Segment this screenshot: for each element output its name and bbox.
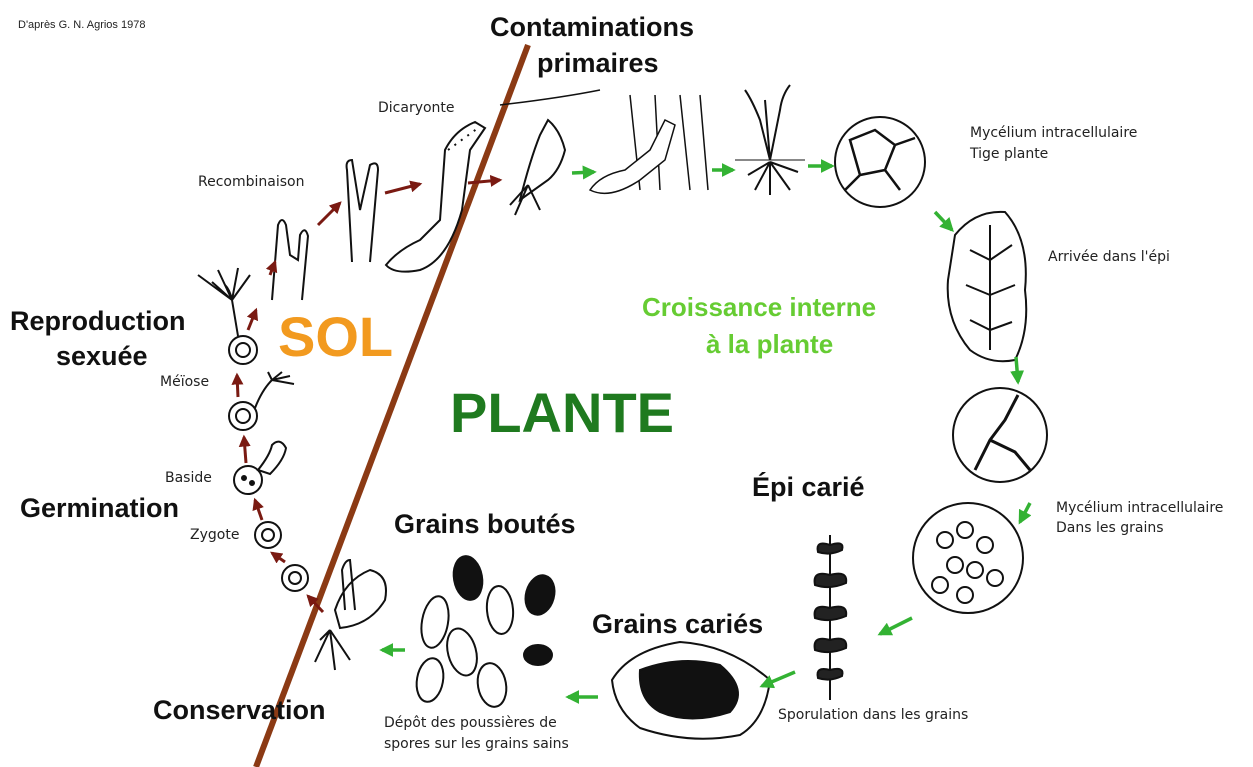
dikaryon-note: Dicaryonte (378, 100, 455, 116)
arrow-meiosis-up (237, 375, 238, 397)
hyphae-invasion-illustration (590, 95, 708, 193)
zygote-illustration (255, 522, 308, 591)
plant-zone-label: PLANTE (450, 380, 674, 445)
sexual-reproduction-line2: sexuée (56, 341, 148, 371)
meiosis-note: Méïose (160, 374, 209, 390)
arrow-to-bunted-ear (880, 618, 912, 634)
arrow-zygote-to-basidium (255, 500, 262, 520)
mycelium-stem-note-line2: Tige plante (970, 146, 1048, 162)
arrow-basidium-to-meiosis (244, 437, 246, 463)
ear-arrival-illustration (948, 212, 1027, 361)
bunted-ear-illustration (815, 535, 847, 700)
bunted-ear-label: Épi carié (752, 472, 865, 502)
bunted-grains-label: Grains cariés (592, 609, 763, 639)
source-credit: D'après G. N. Agrios 1978 (18, 19, 145, 31)
stem-mycelium-circle (835, 117, 925, 207)
primary-contaminations-line2: primaires (537, 48, 659, 78)
internal-growth-line2: à la plante (706, 329, 833, 360)
spore-deposit-note-line1: Dépôt des poussières de (384, 715, 557, 731)
mycelium-stem-note-line1: Mycélium intracellulaire (970, 125, 1137, 141)
spore-deposit-note-line2: spores sur les grains sains (384, 736, 569, 752)
soil-zone-label: SOL (278, 304, 393, 369)
zygote-note: Zygote (190, 527, 239, 543)
basidium-note: Baside (165, 470, 212, 486)
grain-mycelium-circle (913, 503, 1023, 613)
arrow-zygote-to-zygote (272, 553, 285, 562)
arrow-ear-down (1016, 357, 1018, 382)
sporidia-illustration (198, 268, 257, 364)
mycelium-grains-note-line2: Dans les grains (1056, 520, 1164, 536)
arrow-to-grain-mycelium (1020, 503, 1030, 522)
primary-contaminations-line1: Contaminations (490, 12, 694, 42)
arrow-sporidia-up (248, 310, 256, 330)
arrow-recombination-2 (318, 203, 340, 225)
sporulation-note: Sporulation dans les grains (778, 707, 968, 723)
arrival-ear-note: Arrivée dans l'épi (1048, 249, 1170, 265)
sexual-reproduction-line1: Reproduction (10, 306, 186, 336)
ear-mycelium-circle (953, 388, 1047, 482)
mycelium-grains-note-line1: Mycélium intracellulaire (1056, 500, 1223, 516)
bunted-grain-illustration (612, 642, 770, 739)
recombination-note: Recombinaison (198, 174, 304, 190)
arrow-seedling-to-hyphae (572, 172, 594, 173)
arrow-stem-to-ear (935, 212, 952, 230)
seedling-infection-illustration (500, 90, 600, 215)
conservation-label: Conservation (153, 695, 326, 725)
basidium-illustration (234, 442, 286, 494)
young-plant-illustration (735, 85, 805, 195)
dehulled-grains-illustration (413, 554, 558, 709)
arrow-to-plant (468, 180, 500, 183)
internal-growth-line1: Croissance interne (642, 292, 876, 323)
arrow-to-dikaryon (385, 184, 420, 193)
germination-label: Germination (20, 493, 179, 523)
dehulled-grains-label: Grains boutés (394, 509, 576, 539)
